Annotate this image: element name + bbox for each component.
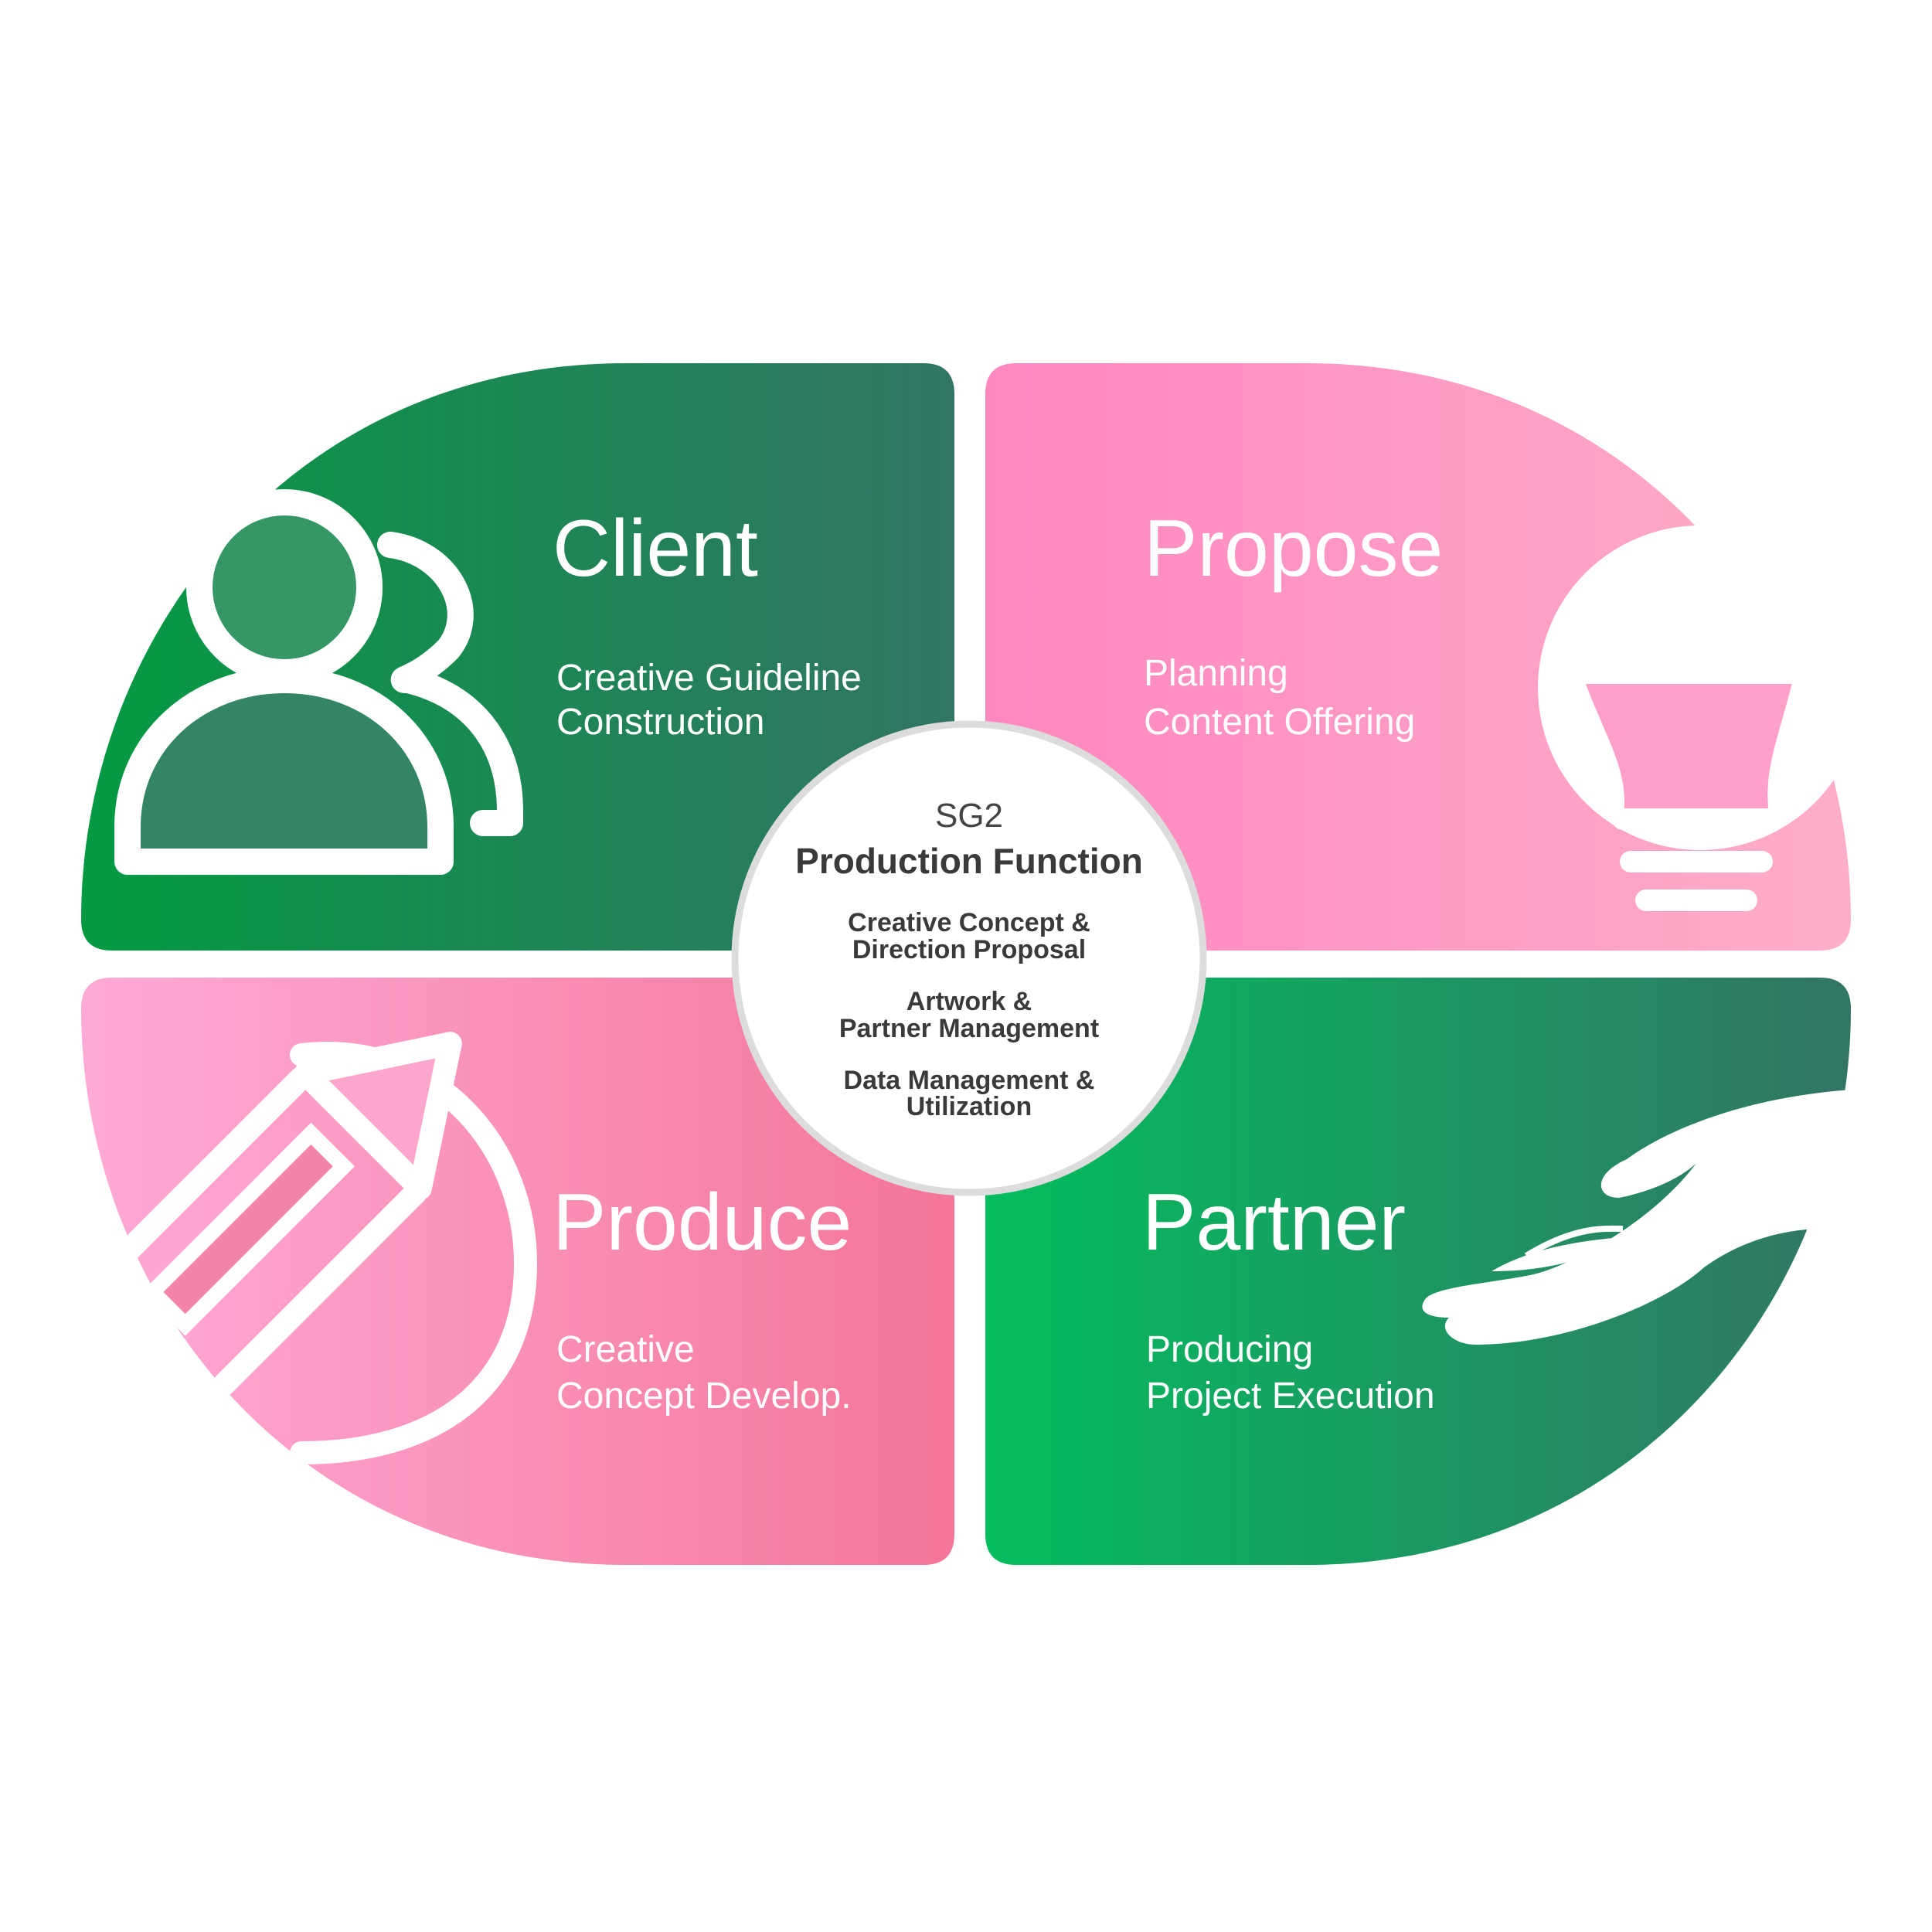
- propose-desc-line1: Planning: [1144, 653, 1288, 694]
- client-title: Client: [553, 504, 758, 594]
- produce-title: Produce: [553, 1178, 852, 1267]
- partner-title: Partner: [1142, 1178, 1406, 1267]
- center-item-2-line1: Artwork &: [906, 987, 1032, 1016]
- partner-desc-line1: Producing: [1146, 1329, 1313, 1370]
- propose-desc-line2: Content Offering: [1144, 702, 1415, 743]
- center-item-3-line2: Utilization: [906, 1092, 1032, 1121]
- produce-desc-line2: Concept Develop.: [556, 1376, 852, 1417]
- users-icon: [114, 489, 523, 875]
- lightbulb-icon: [1538, 526, 1862, 911]
- center-item-2-line2: Partner Management: [839, 1014, 1099, 1043]
- propose-title: Propose: [1144, 504, 1443, 594]
- pencil-icon: [89, 1032, 538, 1464]
- center-item-1-line2: Direction Proposal: [852, 935, 1086, 964]
- center-title: Production Function: [795, 841, 1143, 881]
- center-item-3-line1: Data Management &: [844, 1066, 1095, 1095]
- produce-desc-line1: Creative: [556, 1329, 695, 1370]
- client-desc-line2: Construction: [556, 702, 764, 743]
- partner-desc-line2: Project Execution: [1146, 1376, 1435, 1417]
- center-item-1-line1: Creative Concept &: [848, 908, 1090, 937]
- center-label: SG2: [935, 797, 1003, 835]
- center-hub: SG2 Production Function Creative Concept…: [731, 720, 1207, 1196]
- hand-leaf-icon: [1422, 1090, 1851, 1345]
- partner-quadrant: [985, 978, 1851, 1565]
- client-desc-line1: Creative Guideline: [556, 658, 862, 699]
